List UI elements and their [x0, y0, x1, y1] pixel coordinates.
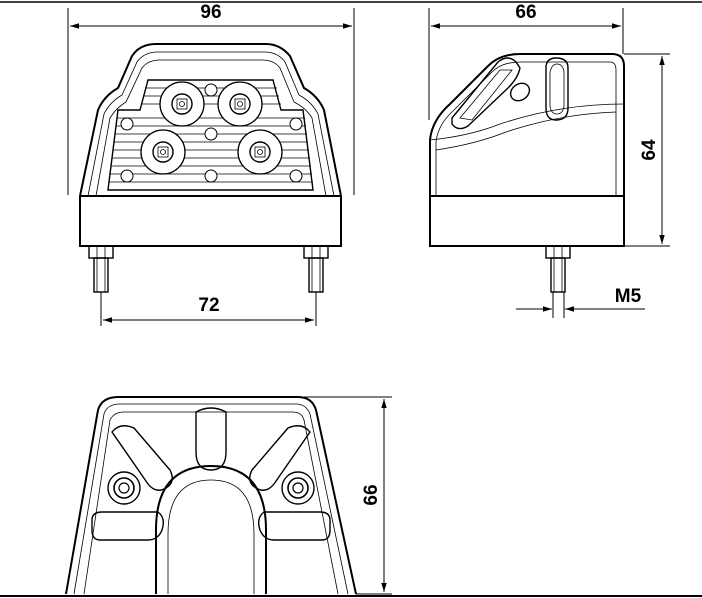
dim-bolt-spacing: 72: [198, 295, 219, 316]
bottom-view: 66: [65, 396, 392, 595]
dim-side-width: 66: [515, 2, 536, 23]
led-bottom-right: [237, 129, 283, 175]
led-bottom-left: [140, 129, 186, 175]
dim-bottom-height: 66: [361, 484, 382, 505]
screw-boss-left: [107, 471, 141, 505]
dim-thread: M5: [615, 286, 642, 307]
led-top-left: [159, 81, 205, 127]
dim-side-height: 64: [639, 139, 660, 161]
side-bolt: [545, 245, 571, 293]
front-view: 96: [67, 2, 355, 326]
side-view: 66 64 M5: [428, 2, 670, 318]
bolt-right: [303, 245, 329, 293]
dim-front-width: 96: [200, 2, 221, 23]
bolt-left: [88, 245, 114, 293]
led-top-right: [217, 81, 263, 127]
small-bumps: [120, 83, 303, 183]
screw-boss-right: [281, 471, 315, 505]
